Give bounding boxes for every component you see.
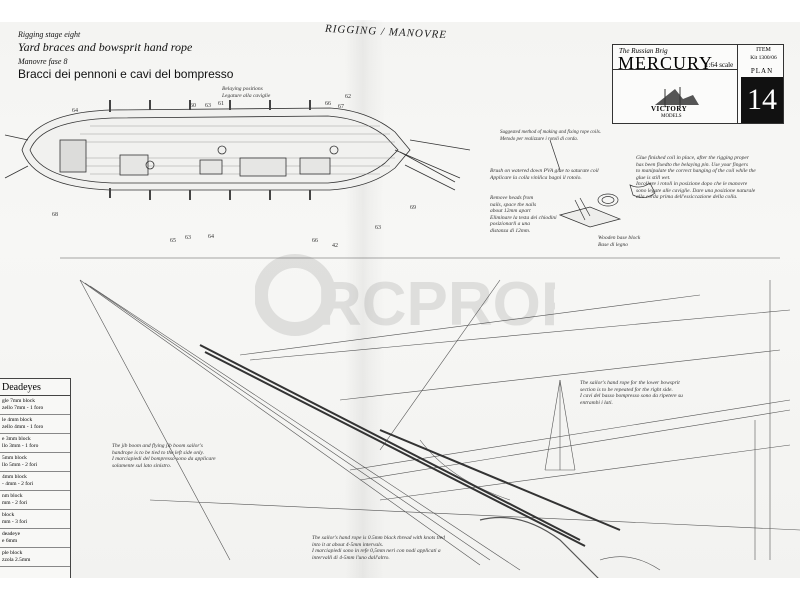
stage-it: Manovre fase 8 xyxy=(18,57,68,66)
brand-name: VICTORY xyxy=(651,105,688,113)
part-label: 42 xyxy=(332,243,338,249)
plan-label: PLAN xyxy=(750,67,774,75)
legend-row: deadeye e 6mm xyxy=(0,529,70,548)
part-label: 61 xyxy=(218,101,224,107)
note-base-block: Wooden base block Base di legno xyxy=(598,235,641,248)
part-label: 66 xyxy=(325,101,331,107)
note-sailor-handrope: The sailor's hand rope is 0.5mm black th… xyxy=(312,535,445,561)
stage-en: Rigging stage eight xyxy=(18,30,81,39)
stage-heading: Rigging stage eight Yard braces and bows… xyxy=(18,30,233,81)
scale-label: 1:64 scale xyxy=(705,61,734,69)
watermark-text: RCPROFI.cz xyxy=(317,270,555,339)
legend-title: Deadeyes xyxy=(0,379,70,396)
note-brush: Brush on watered down PVA glue to satura… xyxy=(490,168,599,181)
coil-detail xyxy=(549,139,656,228)
legend-row: ple block zzola 2.5mm xyxy=(0,548,70,567)
legend-row: e 3mm block llo 3mm - 1 foro xyxy=(0,434,70,453)
bottom-margin xyxy=(0,578,800,600)
part-label: 64 xyxy=(72,108,78,114)
ship-name: MERCURY xyxy=(618,53,714,73)
note-belaying: Belaying positions Legature alla cavigli… xyxy=(222,86,271,99)
legend-row: le 4mm block zello 4mm - 1 foro xyxy=(0,415,70,434)
title-block: The Russian Brig MERCURY 1:64 scale ITEM… xyxy=(612,44,784,124)
victory-logo-icon xyxy=(655,87,699,107)
legend-row: gle 7mm block zello 7mm - 1 foro xyxy=(0,396,70,415)
part-label: 60 xyxy=(190,103,196,109)
deck-plan xyxy=(4,100,471,200)
brand-sub: MODELS xyxy=(661,114,682,119)
legend-row: 5mm block llo 5mm - 2 fori xyxy=(0,453,70,472)
top-margin xyxy=(0,0,800,22)
deadeyes-legend: Deadeyes gle 7mm block zello 7mm - 1 for… xyxy=(0,378,71,580)
bowsprit-spars xyxy=(199,344,621,547)
legend-row: 4mm block - 4mm - 2 fori xyxy=(0,472,70,491)
title-block-divider-vertical xyxy=(737,45,738,123)
title-block-divider xyxy=(613,69,737,70)
part-label: 67 xyxy=(338,104,344,110)
part-label: 68 xyxy=(52,212,58,218)
note-jib-boom: The jib boom and flying jib boom sailor'… xyxy=(112,443,216,469)
note-glue: Glue finished coil in place, after the r… xyxy=(636,155,756,200)
legend-row: block mm - 3 fori xyxy=(0,510,70,529)
part-label: 62 xyxy=(345,94,351,100)
part-label: 63 xyxy=(185,235,191,241)
legend-row: nm block mm - 2 fori xyxy=(0,491,70,510)
part-label: 66 xyxy=(312,238,318,244)
ship-subtitle: The Russian Brig xyxy=(619,47,668,55)
part-label: 63 xyxy=(205,103,211,109)
part-label: 69 xyxy=(410,205,416,211)
note-coils: Suggested method of making and fixing ro… xyxy=(500,130,601,142)
note-remove-nails: Remove heads from nails, space the nails… xyxy=(490,195,557,234)
kit-number: Kit 1300/06 xyxy=(750,55,777,61)
plan-number: 14 xyxy=(741,77,783,123)
part-label: 65 xyxy=(170,238,176,244)
title-en: Yard braces and bowsprit hand rope xyxy=(18,40,193,54)
part-label: 63 xyxy=(375,225,381,231)
rcprofi-watermark: RCPROFI.cz xyxy=(255,254,555,339)
note-sailor-handrope-right: The sailor's hand rope for the lower bow… xyxy=(580,380,683,406)
part-label: 64 xyxy=(208,234,214,240)
item-label: ITEM xyxy=(756,47,771,53)
title-it: Bracci dei pennoni e cavi del bompresso xyxy=(18,67,234,81)
